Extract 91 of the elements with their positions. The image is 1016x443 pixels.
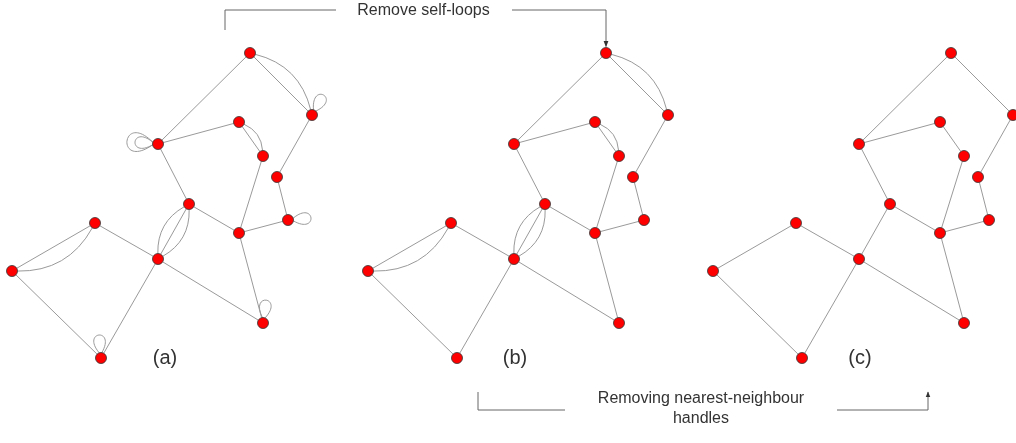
graph-node xyxy=(884,198,896,210)
graph-edge xyxy=(243,220,284,233)
graph-edge xyxy=(861,148,888,200)
graph-node xyxy=(662,109,674,121)
graph-node xyxy=(972,171,984,183)
graph-node xyxy=(600,47,612,59)
graph-edge xyxy=(518,122,591,144)
graph-edge xyxy=(459,263,512,354)
graph-node xyxy=(589,227,601,239)
graph-node xyxy=(958,150,970,162)
graph-edge xyxy=(518,261,615,321)
graph-edge xyxy=(162,261,259,321)
graph-edge xyxy=(944,220,985,233)
graph-edge xyxy=(15,274,98,355)
graph-edge xyxy=(516,148,543,200)
graph-node xyxy=(451,352,463,364)
graph-edge xyxy=(160,148,187,200)
graph-node xyxy=(613,150,625,162)
graph-edge xyxy=(455,225,510,257)
graph-node xyxy=(853,138,865,150)
graph-edge xyxy=(942,126,962,152)
graph-node xyxy=(589,116,601,128)
graph-node xyxy=(233,227,245,239)
graph-node xyxy=(244,47,256,59)
graph-edge xyxy=(517,56,603,141)
graph-node xyxy=(362,265,374,277)
graph-edge xyxy=(954,56,1010,112)
graph-edge xyxy=(99,225,154,257)
graph-node xyxy=(1007,109,1016,121)
graph-node xyxy=(152,253,164,265)
graph-node xyxy=(233,116,245,128)
graph-edge xyxy=(861,208,888,255)
graph-node xyxy=(257,150,269,162)
graph-node xyxy=(627,171,639,183)
graph-node xyxy=(983,214,995,226)
graph-node xyxy=(183,198,195,210)
graph-node xyxy=(934,227,946,239)
graph-edge xyxy=(633,181,644,216)
graph-node xyxy=(638,214,650,226)
graph-node xyxy=(508,253,520,265)
graph-node xyxy=(945,47,957,59)
graph-edge xyxy=(279,119,310,173)
self-loop xyxy=(126,132,154,152)
graph-node xyxy=(707,265,719,277)
graph-edge xyxy=(162,122,235,144)
graph-edge xyxy=(239,237,263,319)
graph-edge xyxy=(371,274,454,355)
graph-edge xyxy=(978,181,989,216)
graph-node xyxy=(934,116,946,128)
graph-node xyxy=(271,171,283,183)
graph-edge xyxy=(277,181,288,216)
graph-edge xyxy=(863,122,936,144)
graph-edge xyxy=(862,56,948,141)
graph-edge xyxy=(940,237,964,319)
graph-node xyxy=(282,214,294,226)
self-loop xyxy=(292,212,312,225)
graph-edge xyxy=(193,206,235,231)
self-loop xyxy=(258,299,272,319)
graph-node xyxy=(95,352,107,364)
self-loop xyxy=(313,93,327,112)
graph-edge xyxy=(980,119,1011,173)
graph-node xyxy=(790,217,802,229)
graph-edge xyxy=(103,263,156,354)
graph-edge xyxy=(240,160,262,229)
self-loop xyxy=(93,334,106,354)
graph-node xyxy=(958,317,970,329)
edge-label: Remove self-loops xyxy=(335,0,512,20)
graph-edge xyxy=(549,206,591,231)
graph-edge xyxy=(161,56,247,141)
graph-node xyxy=(152,138,164,150)
graph-node xyxy=(539,198,551,210)
graph-edge xyxy=(596,160,618,229)
graph-node xyxy=(508,138,520,150)
graph-node xyxy=(257,317,269,329)
graph-edge xyxy=(941,160,963,229)
graph-edge xyxy=(800,225,855,257)
graph-edge xyxy=(595,237,619,319)
graph-node xyxy=(6,265,18,277)
graph-edge xyxy=(716,274,799,355)
graph-edge xyxy=(635,119,666,173)
graph-edge xyxy=(717,225,792,269)
graph-node xyxy=(613,317,625,329)
graph-node xyxy=(853,253,865,265)
graph-edge xyxy=(894,206,936,231)
graph-edge xyxy=(863,261,960,321)
graph-node xyxy=(445,217,457,229)
graph-node xyxy=(89,217,101,229)
graph-edge xyxy=(599,220,640,233)
graph-node xyxy=(306,109,318,121)
graph-node xyxy=(796,352,808,364)
graph-edge xyxy=(804,263,857,354)
